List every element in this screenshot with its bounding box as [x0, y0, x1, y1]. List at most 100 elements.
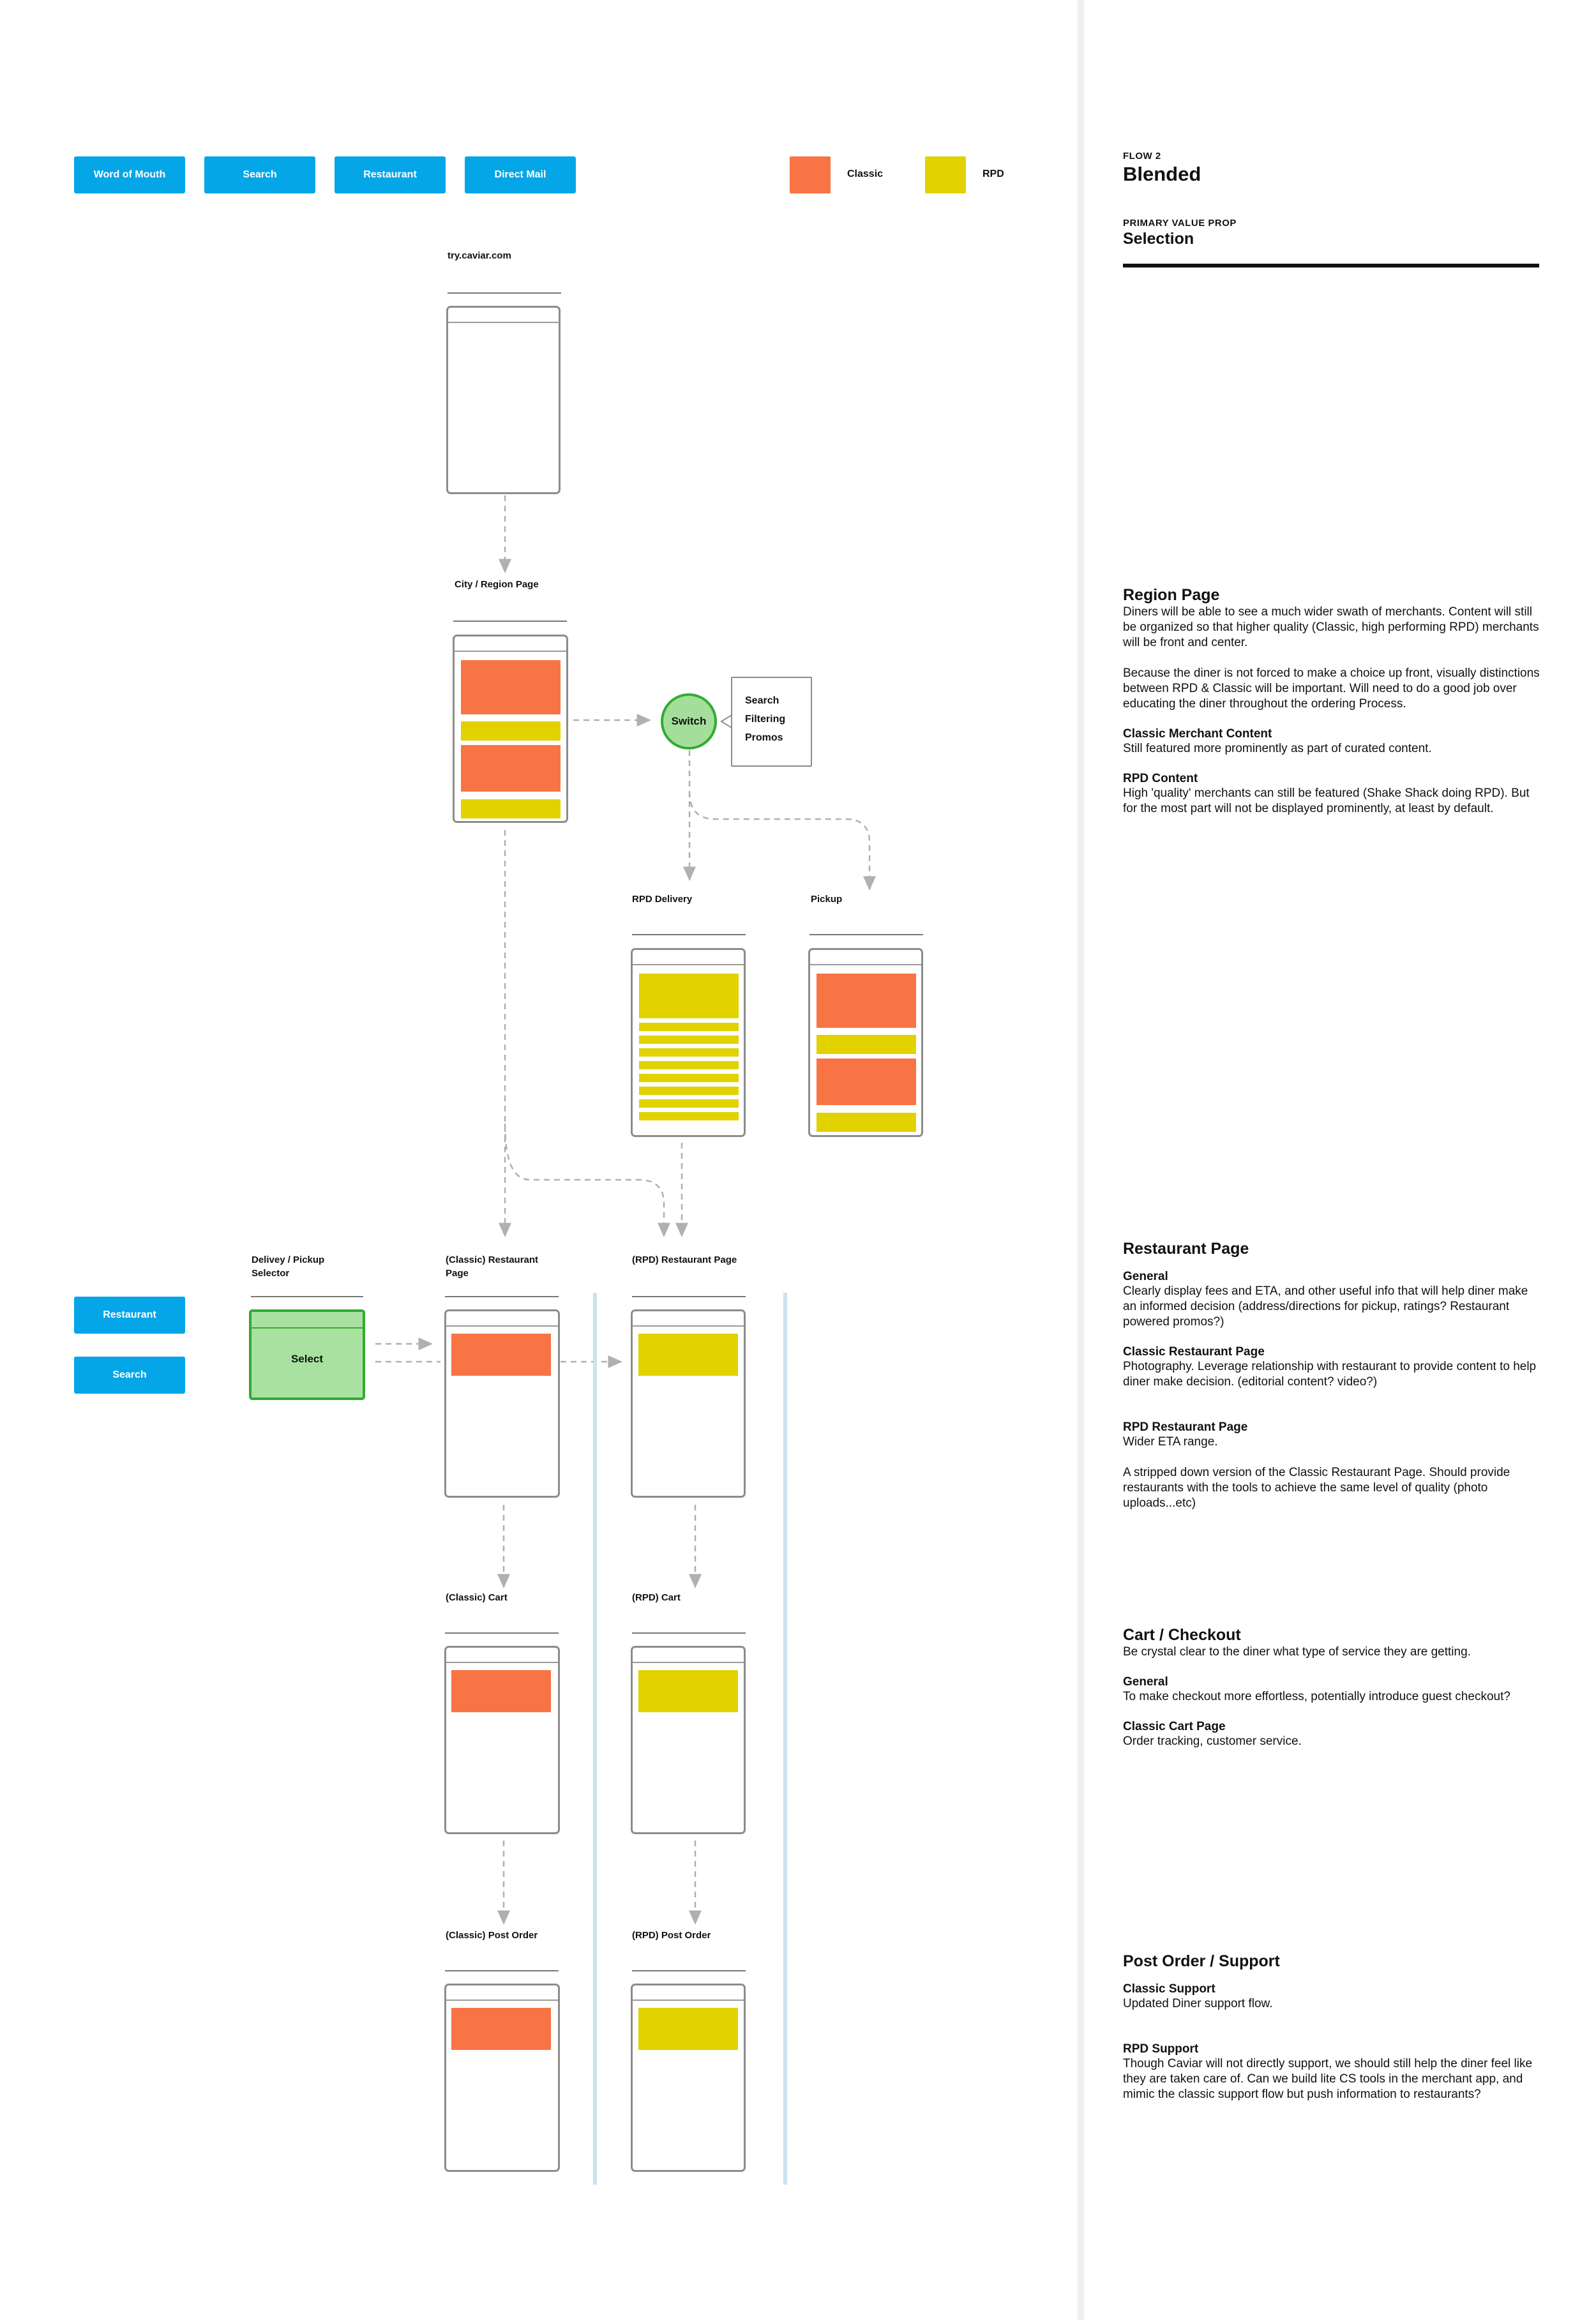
- notes-region-h1: Classic Merchant Content: [1123, 727, 1272, 741]
- switch-option-promos[interactable]: Promos: [745, 732, 783, 743]
- classic-block: [461, 660, 561, 714]
- classic-block: [451, 1334, 551, 1376]
- rpd-block: [638, 1334, 738, 1376]
- switch-toggle[interactable]: Switch: [661, 693, 717, 749]
- notes-post-title: Post Order / Support: [1123, 1952, 1280, 1970]
- notes-region-t2: High 'quality' merchants can still be fe…: [1123, 787, 1530, 815]
- rpd-block: [461, 721, 561, 741]
- legend-label-classic: Classic: [847, 169, 884, 179]
- notes-cart-t2: Order tracking, customer service.: [1123, 1735, 1302, 1748]
- notes-cart: Cart / Checkout Be crystal clear to the …: [1123, 1626, 1544, 1749]
- notes-post-t2: Though Caviar will not directly support,…: [1123, 2057, 1533, 2101]
- delivery-pickup-selector[interactable]: Select: [249, 1309, 365, 1400]
- notes-cart-h2: Classic Cart Page: [1123, 1720, 1226, 1733]
- screen-underline: [632, 1632, 746, 1634]
- rpd-block: [461, 799, 561, 818]
- notes-restaurant-t2: Photography. Leverage relationship with …: [1123, 1360, 1537, 1389]
- phone-classic-post-order: [444, 1984, 560, 2172]
- screen-underline: [445, 1632, 559, 1634]
- classic-block: [817, 974, 916, 1028]
- rpd-row: [639, 1074, 739, 1082]
- phone-pickup: [808, 948, 923, 1137]
- screen-label-pickup: Pickup: [811, 894, 843, 905]
- screen-label-classic-cart: (Classic) Cart: [446, 1592, 508, 1603]
- pvp-tag: PRIMARY VALUE PROP: [1123, 218, 1237, 229]
- notes-cart-h1: General: [1123, 1675, 1168, 1689]
- flow-connectors: [375, 495, 876, 1925]
- notes-restaurant-h1: General: [1123, 1270, 1168, 1283]
- select-label: Select: [290, 1353, 324, 1365]
- notes-restaurant-title: Restaurant Page: [1123, 1240, 1249, 1258]
- classic-block: [817, 1058, 916, 1105]
- panel-divider: [1078, 0, 1084, 2320]
- entry-chip-restaurant[interactable]: Restaurant: [335, 156, 446, 193]
- notes-cart-t1: To make checkout more effortless, potent…: [1123, 1690, 1510, 1703]
- notes-post-order: Post Order / Support Classic Support Upd…: [1123, 1952, 1544, 2102]
- chip-restaurant[interactable]: Restaurant: [74, 1297, 185, 1334]
- screen-underline: [632, 1296, 746, 1297]
- notes-cart-t0: Be crystal clear to the diner what type …: [1123, 1645, 1471, 1659]
- notes-restaurant-t4: A stripped down version of the Classic R…: [1123, 1466, 1510, 1510]
- legend-label-rpd: RPD: [982, 169, 1004, 179]
- phone-rpd-delivery: [631, 948, 746, 1137]
- phone-rpd-restaurant: [631, 1309, 746, 1498]
- rpd-row: [639, 1112, 739, 1120]
- phone-classic-restaurant: [444, 1309, 560, 1498]
- notes-region-t1: Still featured more prominently as part …: [1123, 742, 1432, 755]
- screen-label-rpd-restaurant: (RPD) Restaurant Page: [632, 1254, 737, 1265]
- screen-label-selector: Delivey / Pickup Selector: [252, 1254, 325, 1279]
- rpd-block: [639, 974, 739, 1018]
- notes-restaurant-h2: Classic Restaurant Page: [1123, 1345, 1265, 1359]
- notes-region-title: Region Page: [1123, 586, 1220, 604]
- phone-rpd-post-order: [631, 1984, 746, 2172]
- flow-tag: FLOW 2: [1123, 151, 1161, 162]
- phone-try-caviar: [446, 306, 561, 494]
- notes-cart-title: Cart / Checkout: [1123, 1626, 1241, 1644]
- switch-option-filtering[interactable]: Filtering: [745, 714, 786, 725]
- notes-restaurant-t1: Clearly display fees and ETA, and other …: [1123, 1284, 1528, 1329]
- legend-swatch-classic: [790, 156, 831, 193]
- notes-restaurant-h3: RPD Restaurant Page: [1123, 1420, 1248, 1434]
- rpd-block: [817, 1113, 916, 1132]
- notes-post-h1: Classic Support: [1123, 1982, 1216, 1996]
- notes-post-h2: RPD Support: [1123, 2042, 1199, 2056]
- phone-classic-cart: [444, 1646, 560, 1834]
- rpd-row: [639, 1036, 739, 1044]
- connector-region-to-rpd-restaurant: [504, 1123, 670, 1237]
- rpd-row: [639, 1048, 739, 1057]
- screen-underline: [453, 621, 567, 622]
- notes-restaurant: Restaurant Page General Clearly display …: [1123, 1240, 1544, 1511]
- phone-rpd-cart: [631, 1646, 746, 1834]
- notes-region-p2: Because the diner is not forced to make …: [1123, 667, 1540, 711]
- lane-separator-left: [593, 1293, 597, 2185]
- screen-underline: [448, 292, 561, 294]
- screen-label-classic-restaurant: (Classic) Restaurant Page: [446, 1254, 539, 1279]
- entry-chip-search[interactable]: Search: [204, 156, 315, 193]
- screen-underline: [251, 1296, 363, 1297]
- screen-label-rpd-post-order: (RPD) Post Order: [632, 1930, 711, 1941]
- header-rule: [1123, 264, 1539, 267]
- classic-block: [461, 745, 561, 792]
- rpd-row: [639, 1099, 739, 1108]
- rpd-row: [639, 1061, 739, 1069]
- screen-label-region: City / Region Page: [455, 579, 539, 590]
- screen-underline: [632, 934, 746, 935]
- phone-region: [453, 635, 568, 823]
- chip-search[interactable]: Search: [74, 1357, 185, 1394]
- rpd-block: [817, 1035, 916, 1054]
- rpd-row: [639, 1087, 739, 1095]
- switch-options-popup: Search Filtering Promos: [731, 677, 812, 767]
- notes-region-h2: RPD Content: [1123, 772, 1198, 785]
- screen-underline: [445, 1970, 559, 1971]
- rpd-block: [638, 1670, 738, 1712]
- entry-chip-word-of-mouth[interactable]: Word of Mouth: [74, 156, 185, 193]
- screen-underline: [809, 934, 923, 935]
- connector-switch-to-pickup: [688, 791, 876, 891]
- entry-chip-direct-mail[interactable]: Direct Mail: [465, 156, 576, 193]
- screen-label-classic-post-order: (Classic) Post Order: [446, 1930, 538, 1941]
- lane-separator-right: [783, 1293, 787, 2185]
- switch-option-search[interactable]: Search: [745, 695, 779, 706]
- screen-label-rpd-cart: (RPD) Cart: [632, 1592, 681, 1603]
- screen-underline: [445, 1296, 559, 1297]
- notes-region-p1: Diners will be able to see a much wider …: [1123, 605, 1539, 649]
